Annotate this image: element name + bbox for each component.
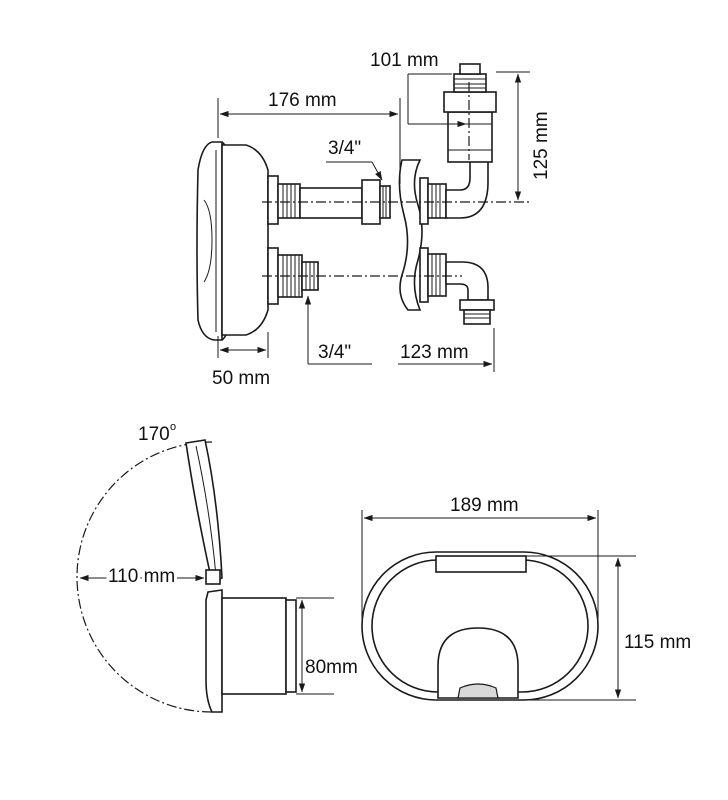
- dim-189: 189 mm: [361, 495, 599, 628]
- dim-115-label: 115 mm: [624, 632, 691, 653]
- dim-189-label: 189 mm: [450, 495, 519, 516]
- front-view: 189 mm 115 mm: [361, 495, 691, 701]
- upper-elbow-connector: [419, 63, 497, 225]
- dim-angle: 170 o: [138, 421, 176, 445]
- dim-101: 101 mm: [370, 50, 467, 128]
- dim-101-label: 101 mm: [370, 50, 439, 71]
- lower-elbow-connector: [419, 247, 495, 325]
- dim-thread-top-label: 3/4": [328, 138, 361, 159]
- housing-body: [221, 144, 269, 336]
- dim-50-label: 50 mm: [212, 368, 270, 389]
- dim-176-label: 176 mm: [268, 90, 337, 111]
- dim-angle-value: 170: [138, 424, 170, 445]
- dim-thread-bottom-label: 3/4": [318, 342, 351, 363]
- dim-176: 176 mm: [217, 90, 401, 184]
- dim-110-label: 110 mm: [108, 566, 175, 587]
- dim-80-label: 80mm: [305, 657, 358, 678]
- dim-50: 50 mm: [212, 332, 270, 389]
- dim-angle-unit: o: [170, 421, 176, 433]
- dim-thread-top: 3/4": [326, 138, 383, 181]
- dim-thread-bottom: 3/4": [304, 295, 372, 365]
- upper-fitting: [267, 175, 391, 225]
- dim-110: 110 mm: [79, 563, 205, 590]
- dim-123: 123 mm: [398, 328, 495, 372]
- dim-115: 115 mm: [526, 555, 691, 701]
- dim-123-label: 123 mm: [400, 342, 469, 363]
- dim-80: 80mm: [296, 597, 358, 695]
- side-view: 101 mm 176 mm 125 mm 3/4" 3/4": [196, 50, 552, 389]
- wall-section: [398, 159, 423, 311]
- dim-125: 125 mm: [496, 71, 552, 201]
- dim-125-label: 125 mm: [531, 111, 552, 180]
- opening-view: 110 mm 170 o 80mm: [76, 421, 358, 713]
